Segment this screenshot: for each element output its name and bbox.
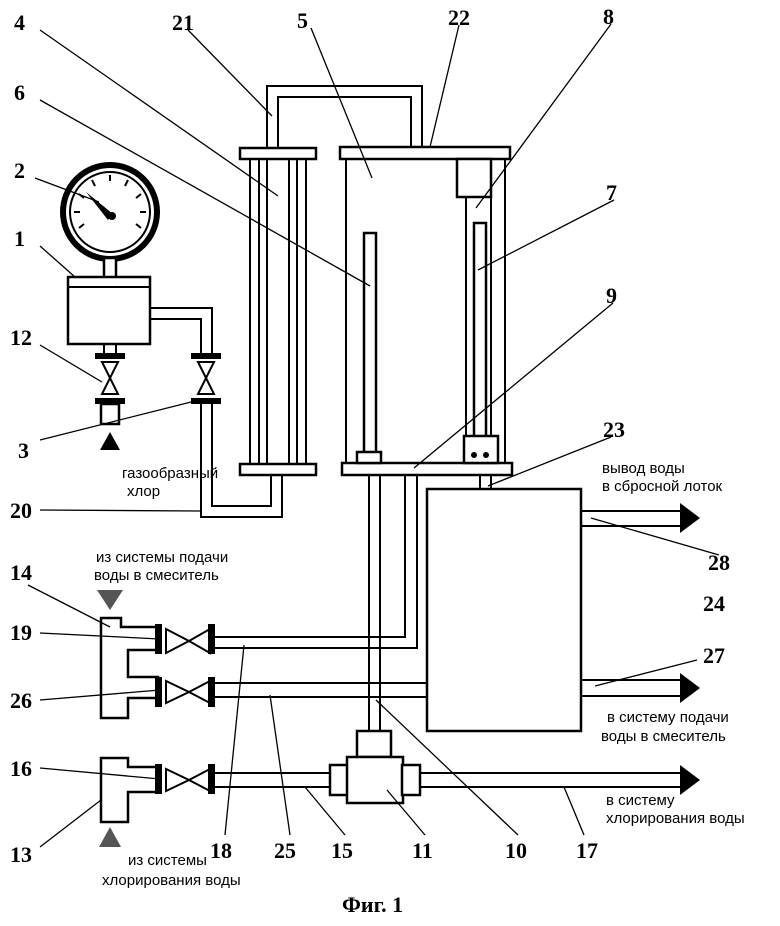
caption-to-chlor-line2: хлорирования воды bbox=[606, 810, 745, 827]
reservoir-24 bbox=[425, 487, 583, 733]
label-9: 9 bbox=[606, 283, 617, 308]
label-6: 6 bbox=[14, 80, 25, 105]
label-16: 16 bbox=[10, 756, 32, 781]
up-arrow-icon bbox=[100, 432, 120, 450]
caption-to-mixer-line2: воды в смеситель bbox=[601, 728, 726, 745]
column-4 bbox=[238, 146, 318, 477]
caption-water-in-line2: воды в смеситель bbox=[94, 567, 219, 584]
right-arrow-icon bbox=[680, 503, 700, 533]
label-1: 1 bbox=[14, 226, 25, 251]
valve-26 bbox=[155, 677, 215, 707]
label-17: 17 bbox=[576, 838, 598, 863]
label-2: 2 bbox=[14, 158, 25, 183]
caption-to-chlor-line1: в систему bbox=[606, 792, 675, 809]
label-21: 21 bbox=[172, 10, 194, 35]
label-13: 13 bbox=[10, 842, 32, 867]
label-5: 5 bbox=[297, 8, 308, 33]
figure-caption: Фиг. 1 bbox=[342, 892, 403, 917]
tee-13 bbox=[99, 756, 160, 824]
mixer-11 bbox=[328, 729, 422, 805]
caption-gas-chlorine-line2: хлор bbox=[127, 483, 160, 500]
label-22: 22 bbox=[448, 5, 470, 30]
label-25: 25 bbox=[274, 838, 296, 863]
up-arrow-icon bbox=[99, 827, 121, 847]
label-11: 11 bbox=[412, 838, 433, 863]
label-28: 28 bbox=[708, 550, 730, 575]
label-4: 4 bbox=[14, 10, 25, 35]
caption-outlet-drain-line2: в сбросной лоток bbox=[602, 478, 723, 495]
label-26: 26 bbox=[10, 688, 32, 713]
label-7: 7 bbox=[606, 180, 617, 205]
label-14: 14 bbox=[10, 560, 32, 585]
vessel-1 bbox=[66, 275, 152, 346]
caption-water-in-line1: из системы подачи bbox=[96, 549, 228, 566]
pressure-gauge bbox=[60, 162, 160, 280]
caption-chlor-in-line1: из системы bbox=[128, 852, 207, 869]
valve-16 bbox=[155, 764, 215, 794]
label-8: 8 bbox=[603, 4, 614, 29]
label-19: 19 bbox=[10, 620, 32, 645]
tee-14 bbox=[99, 616, 160, 720]
valve-3 bbox=[191, 353, 221, 404]
leader-lines bbox=[27, 23, 720, 848]
tank-5 bbox=[338, 145, 514, 477]
down-arrow-icon bbox=[97, 590, 123, 610]
label-12: 12 bbox=[10, 325, 32, 350]
caption-to-mixer-line1: в систему подачи bbox=[607, 709, 729, 726]
label-10: 10 bbox=[505, 838, 527, 863]
label-24: 24 bbox=[703, 591, 725, 616]
label-27: 27 bbox=[703, 643, 725, 668]
caption-gas-chlorine-line1: газообразный bbox=[122, 465, 218, 482]
valve-12 bbox=[95, 344, 125, 426]
label-15: 15 bbox=[331, 838, 353, 863]
right-arrow-icon bbox=[680, 673, 700, 703]
right-arrow-icon bbox=[680, 765, 700, 795]
label-20: 20 bbox=[10, 498, 32, 523]
label-23: 23 bbox=[603, 417, 625, 442]
label-18: 18 bbox=[210, 838, 232, 863]
caption-outlet-drain-line1: вывод воды bbox=[602, 460, 685, 477]
label-3: 3 bbox=[18, 438, 29, 463]
valve-19 bbox=[155, 624, 215, 655]
caption-chlor-in-line2: хлорирования воды bbox=[102, 872, 241, 889]
